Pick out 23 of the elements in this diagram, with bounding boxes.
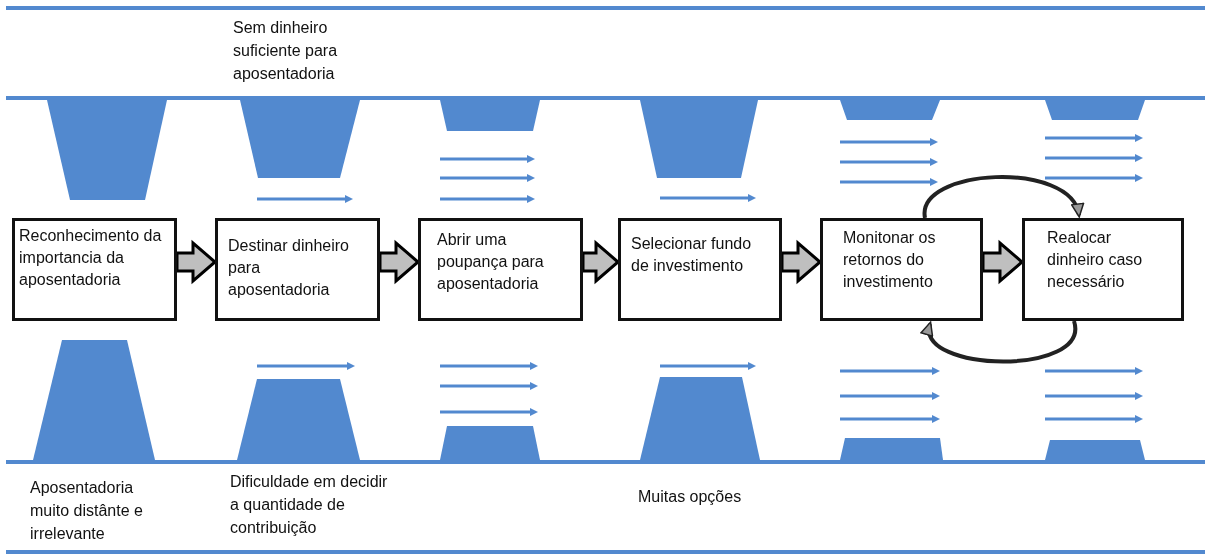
process-box bbox=[820, 218, 983, 321]
process-box bbox=[1022, 218, 1184, 321]
process-box bbox=[618, 218, 782, 321]
process-box bbox=[418, 218, 583, 321]
process-box bbox=[215, 218, 380, 321]
block-arrow bbox=[981, 239, 1025, 285]
process-text: Abrir uma poupança para aposentadoria bbox=[437, 230, 545, 294]
block-arrow bbox=[581, 239, 621, 285]
block-arrow bbox=[780, 239, 823, 285]
process-text: Reconhecimento da importancia da aposentadoria bbox=[19, 226, 163, 290]
block-arrow bbox=[378, 239, 421, 285]
process-text: Destinar dinheiro para aposentadoria bbox=[228, 236, 350, 300]
curved-arrow bbox=[923, 320, 1077, 364]
process-box bbox=[12, 218, 177, 321]
curved-arrow bbox=[923, 175, 1082, 219]
obstacle-label: Sem dinheiro suficiente para aposentadoria bbox=[233, 18, 339, 84]
obstacle-label: Muitas opções bbox=[638, 487, 743, 507]
process-text: Realocar dinheiro caso necessário bbox=[1047, 228, 1144, 292]
obstacle-label: Aposentadoria muito distânte e irrelevante bbox=[30, 478, 144, 544]
process-text: Monitonar os retornos do investimento bbox=[843, 228, 937, 292]
block-arrow bbox=[175, 239, 218, 285]
obstacle-label: Dificuldade em decidir a quantidade de contribuição bbox=[230, 472, 389, 538]
process-text: Selecionar fundo de investimento bbox=[631, 234, 753, 276]
